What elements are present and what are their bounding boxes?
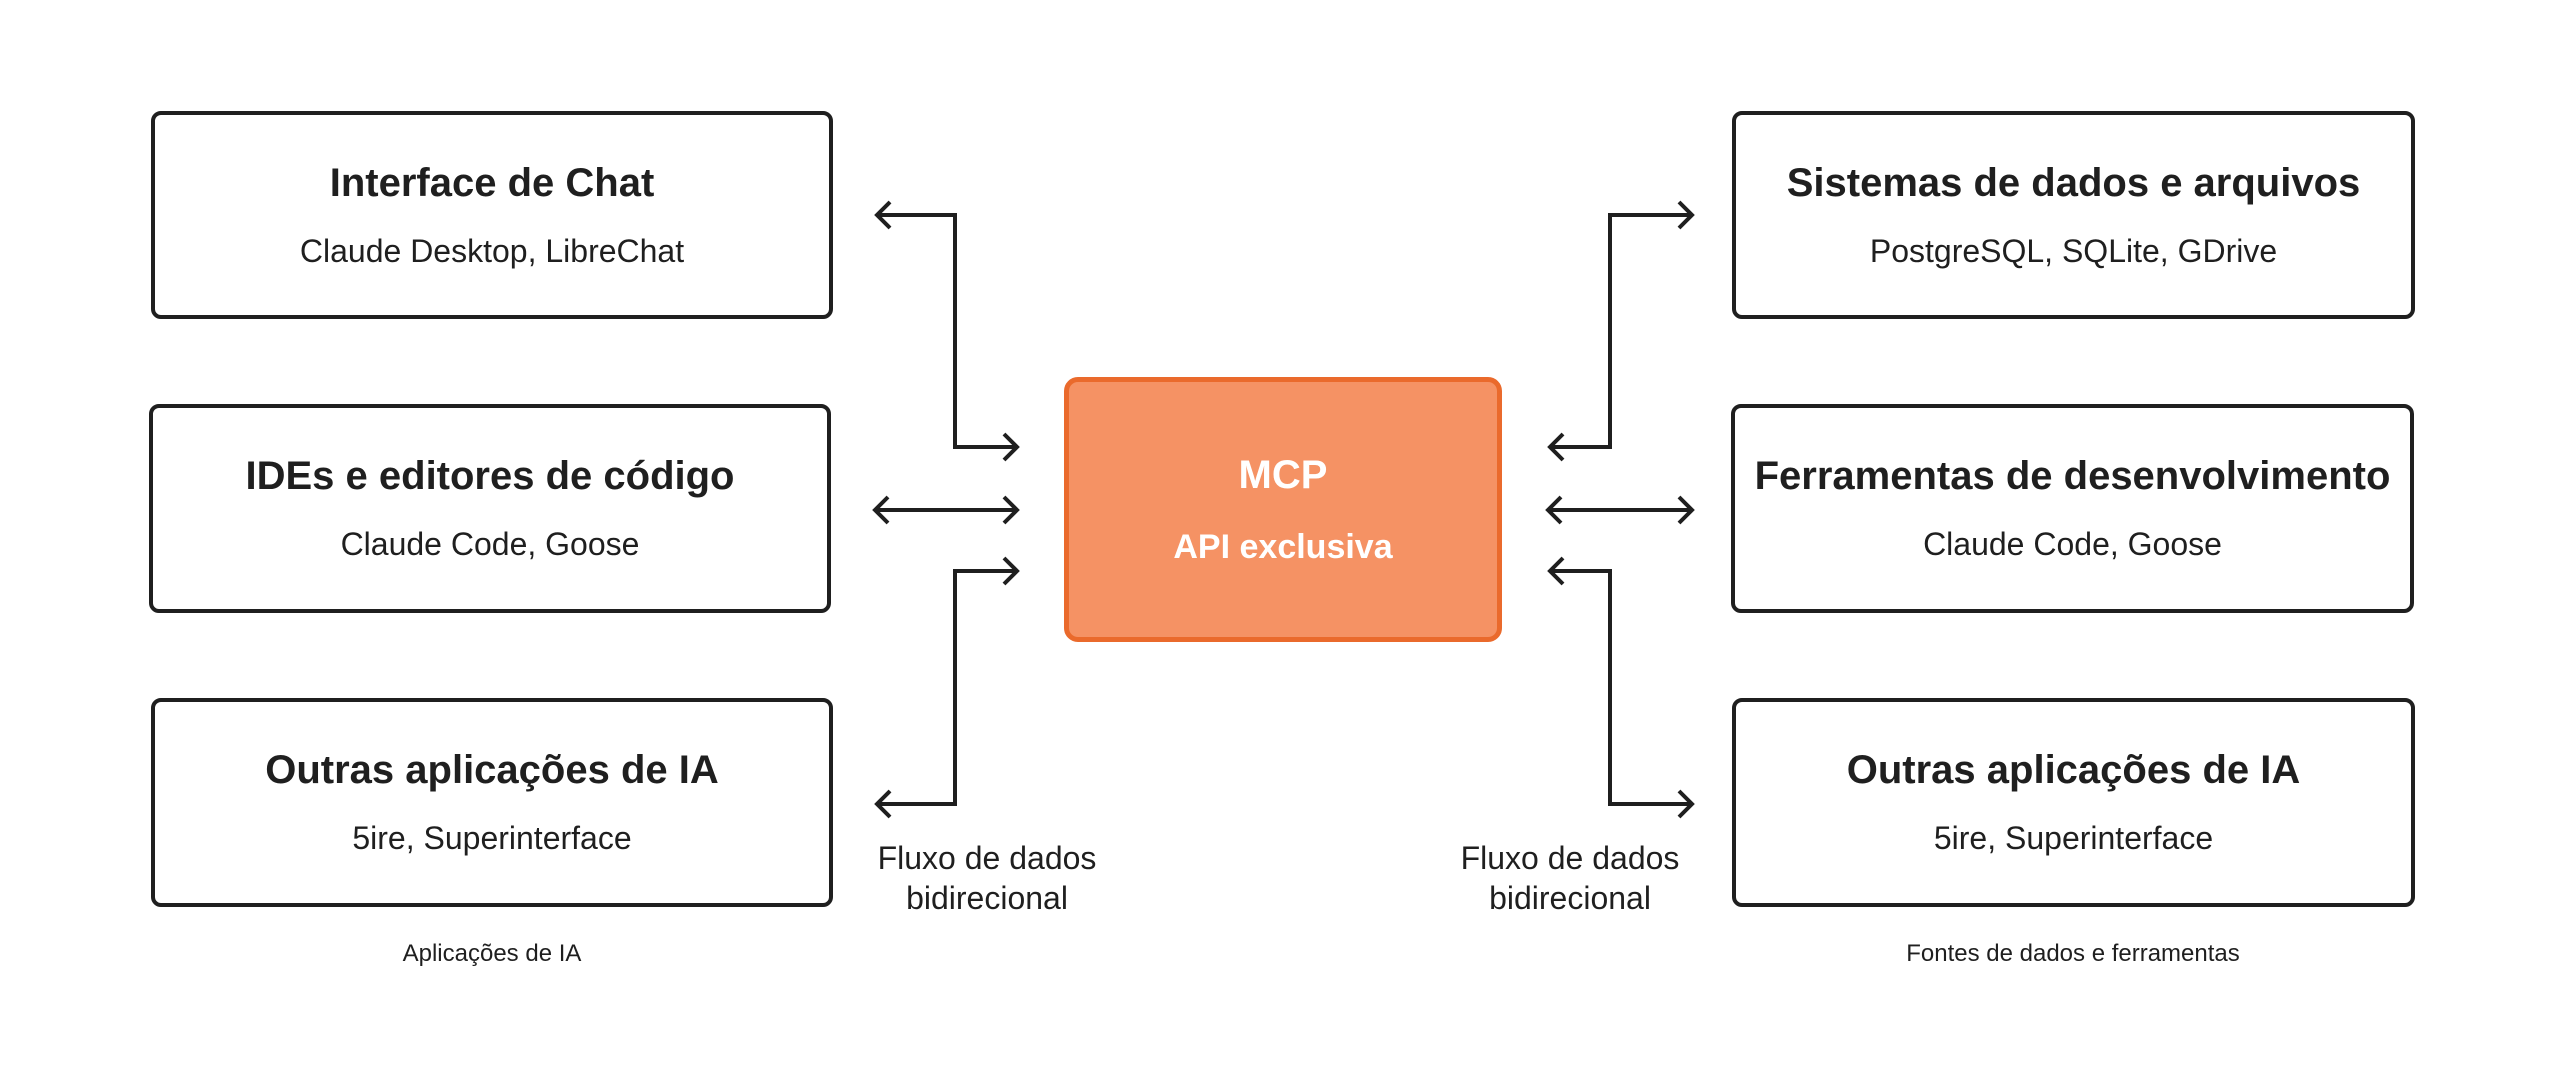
box-title: Ferramentas de desenvolvimento — [1754, 454, 2391, 498]
box-subtitle: Claude Code, Goose — [340, 526, 640, 562]
flow-label-line2: bidirecional — [1489, 880, 1651, 916]
left-box-ides: IDEs e editores de código Claude Code, G… — [149, 404, 831, 613]
box-title: Interface de Chat — [329, 160, 655, 205]
arrowhead-left — [874, 200, 892, 230]
box-subtitle: 5ire, Superinterface — [352, 820, 632, 856]
box-title: Outras aplicações de IA — [265, 748, 719, 792]
arrowhead-right — [1677, 495, 1695, 525]
flow-label-right: Fluxo de dados bidirecional — [1440, 838, 1700, 918]
mcp-title: MCP — [1238, 452, 1328, 497]
flow-label-line2: bidirecional — [906, 880, 1068, 916]
arrowhead-right — [1002, 432, 1020, 462]
box-subtitle: Claude Desktop, LibreChat — [299, 232, 685, 269]
left-box-chat-interface: Interface de Chat Claude Desktop, LibreC… — [151, 111, 833, 319]
arrowhead-right — [1677, 200, 1695, 230]
arrowhead-left — [872, 495, 890, 525]
arrowhead-right — [1002, 556, 1020, 586]
arrowhead-right — [1002, 495, 1020, 525]
box-subtitle: Claude Code, Goose — [1923, 526, 2222, 562]
group-label-ai-apps: Aplicações de IA — [402, 940, 582, 967]
arrow-right-bottom — [1550, 569, 1692, 806]
right-box-dev-tools: Ferramentas de desenvolvimento Claude Co… — [1731, 404, 2414, 613]
arrow-right-top — [1550, 213, 1692, 449]
box-subtitle: PostgreSQL, SQLite, GDrive — [1869, 232, 2278, 269]
arrowhead-left — [1545, 495, 1563, 525]
group-label-data-sources: Fontes de dados e ferramentas — [1906, 940, 2240, 967]
flow-label-line1: Fluxo de dados — [877, 840, 1097, 876]
flow-label-line1: Fluxo de dados — [1460, 840, 1680, 876]
arrow-left-bottom — [877, 569, 1017, 806]
arrow-left-top — [877, 213, 1017, 449]
arrowhead-left — [874, 789, 892, 819]
arrowhead-left — [1547, 432, 1565, 462]
right-box-other-ai-apps: Outras aplicações de IA 5ire, Superinter… — [1732, 698, 2415, 907]
box-title: Outras aplicações de IA — [1846, 748, 2301, 792]
box-title: IDEs e editores de código — [245, 454, 735, 498]
arrowhead-right — [1677, 789, 1695, 819]
left-box-other-ai-apps: Outras aplicações de IA 5ire, Superinter… — [151, 698, 833, 907]
box-subtitle: 5ire, Superinterface — [1933, 820, 2214, 856]
flow-label-left: Fluxo de dados bidirecional — [857, 838, 1117, 918]
mcp-box: MCP API exclusiva — [1064, 377, 1502, 642]
mcp-subtitle: API exclusiva — [1173, 527, 1393, 566]
box-title: Sistemas de dados e arquivos — [1786, 160, 2361, 205]
arrowhead-left — [1547, 556, 1565, 586]
right-box-data-systems: Sistemas de dados e arquivos PostgreSQL,… — [1732, 111, 2415, 319]
